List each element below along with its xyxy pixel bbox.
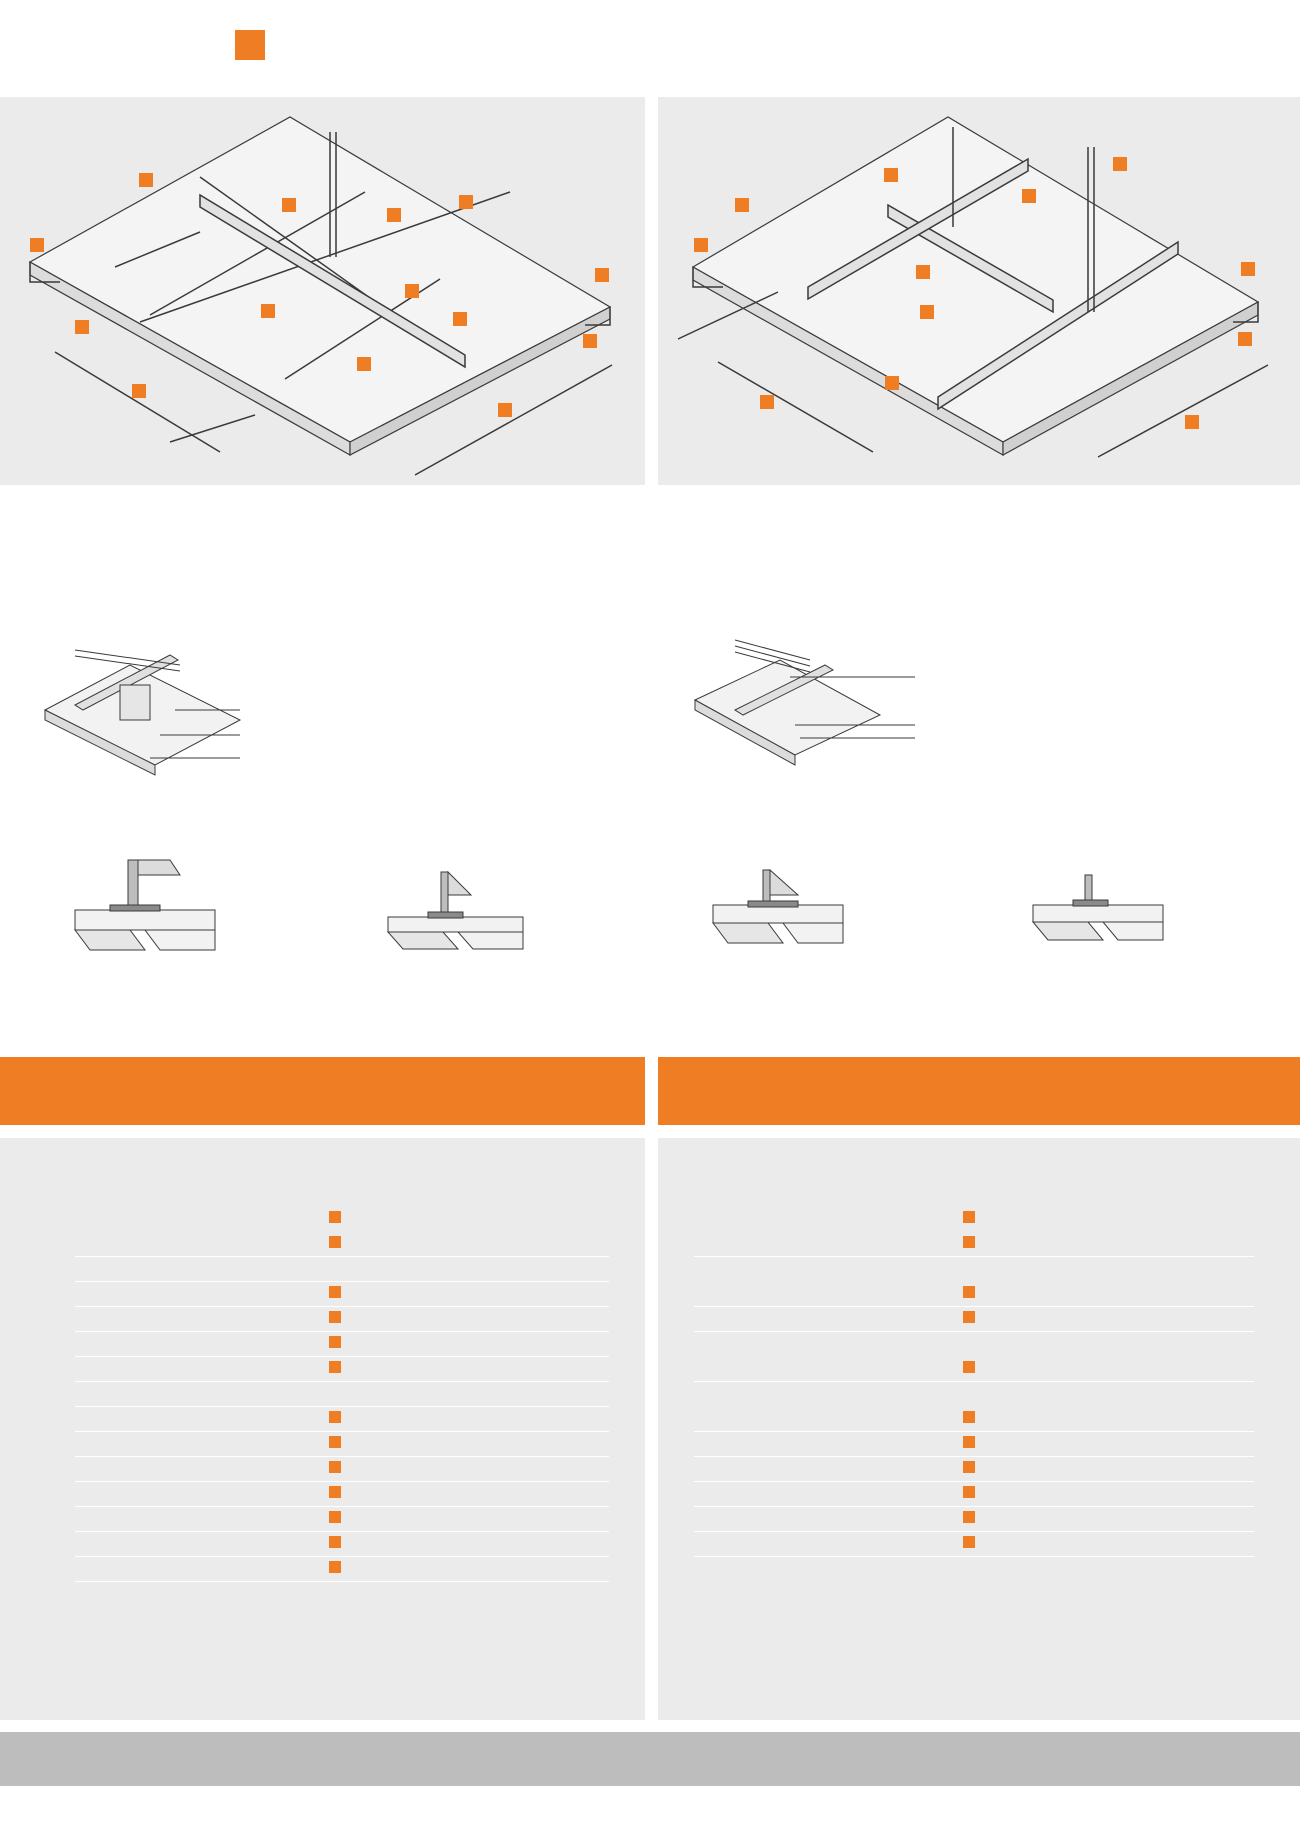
list-marker (963, 1486, 975, 1498)
left-detail-isometric (43, 649, 242, 776)
row-divider (75, 1331, 609, 1332)
callout-marker (282, 198, 296, 212)
callout-marker (261, 304, 275, 318)
right-section-header-band (658, 1057, 1300, 1125)
list-marker (963, 1211, 975, 1223)
callout-marker (920, 305, 934, 319)
list-marker (329, 1311, 341, 1323)
callout-marker (139, 173, 153, 187)
callout-marker (387, 208, 401, 222)
list-marker (329, 1436, 341, 1448)
row-divider (75, 1281, 609, 1282)
row-divider (694, 1506, 1254, 1507)
callout-marker (498, 403, 512, 417)
callout-marker (357, 357, 371, 371)
list-marker (963, 1511, 975, 1523)
right-detail-isometric (693, 639, 915, 766)
row-divider (75, 1481, 609, 1482)
left-section-header-band (0, 1057, 645, 1125)
list-marker (329, 1361, 341, 1373)
list-marker (329, 1486, 341, 1498)
left-spec-list-panel (0, 1138, 645, 1720)
left-ceiling-grid-diagram (28, 116, 613, 476)
list-marker (329, 1461, 341, 1473)
right-ceiling-grid-diagram (677, 116, 1269, 458)
list-marker (329, 1536, 341, 1548)
list-marker (963, 1236, 975, 1248)
row-divider (75, 1406, 609, 1407)
callout-marker (75, 320, 89, 334)
logo-square-icon (235, 30, 265, 60)
callout-marker (405, 284, 419, 298)
row-divider (694, 1331, 1254, 1332)
list-marker (963, 1361, 975, 1373)
list-marker (329, 1511, 341, 1523)
row-divider (75, 1381, 609, 1382)
row-divider (694, 1556, 1254, 1557)
callout-marker (1185, 415, 1199, 429)
row-divider (694, 1306, 1254, 1307)
list-marker (963, 1411, 975, 1423)
list-marker (963, 1311, 975, 1323)
list-marker (329, 1411, 341, 1423)
left-section-b (386, 870, 524, 950)
callout-marker (30, 238, 44, 252)
callout-marker (453, 312, 467, 326)
row-divider (694, 1381, 1254, 1382)
right-spec-list-panel (658, 1138, 1300, 1720)
list-marker (963, 1461, 975, 1473)
footer-band (0, 1732, 1300, 1786)
row-divider (75, 1581, 609, 1582)
row-divider (75, 1431, 609, 1432)
callout-marker (760, 395, 774, 409)
row-divider (75, 1356, 609, 1357)
row-divider (694, 1481, 1254, 1482)
callout-marker (885, 376, 899, 390)
list-marker (963, 1286, 975, 1298)
row-divider (694, 1531, 1254, 1532)
row-divider (75, 1531, 609, 1532)
row-divider (75, 1256, 609, 1257)
list-marker (329, 1286, 341, 1298)
callout-marker (735, 198, 749, 212)
row-divider (75, 1306, 609, 1307)
callout-marker (132, 384, 146, 398)
callout-marker (1238, 332, 1252, 346)
right-diagram-panel (658, 97, 1300, 485)
callout-marker (884, 168, 898, 182)
list-marker (963, 1436, 975, 1448)
list-marker (963, 1536, 975, 1548)
row-divider (694, 1256, 1254, 1257)
callout-marker (694, 238, 708, 252)
left-section-a (74, 859, 216, 951)
row-divider (694, 1431, 1254, 1432)
row-divider (694, 1456, 1254, 1457)
list-marker (329, 1336, 341, 1348)
left-diagram-panel (0, 97, 645, 485)
callout-marker (595, 268, 609, 282)
callout-marker (916, 265, 930, 279)
right-detail-area (658, 485, 1300, 1057)
row-divider (75, 1506, 609, 1507)
list-marker (329, 1561, 341, 1573)
right-section-a (712, 868, 844, 944)
row-divider (75, 1556, 609, 1557)
callout-marker (1241, 262, 1255, 276)
list-marker (329, 1236, 341, 1248)
right-section-b (1031, 874, 1164, 941)
callout-marker (1022, 189, 1036, 203)
callout-marker (459, 195, 473, 209)
callout-marker (583, 334, 597, 348)
callout-marker (1113, 157, 1127, 171)
left-detail-area (0, 485, 645, 1057)
row-divider (75, 1456, 609, 1457)
list-marker (329, 1211, 341, 1223)
